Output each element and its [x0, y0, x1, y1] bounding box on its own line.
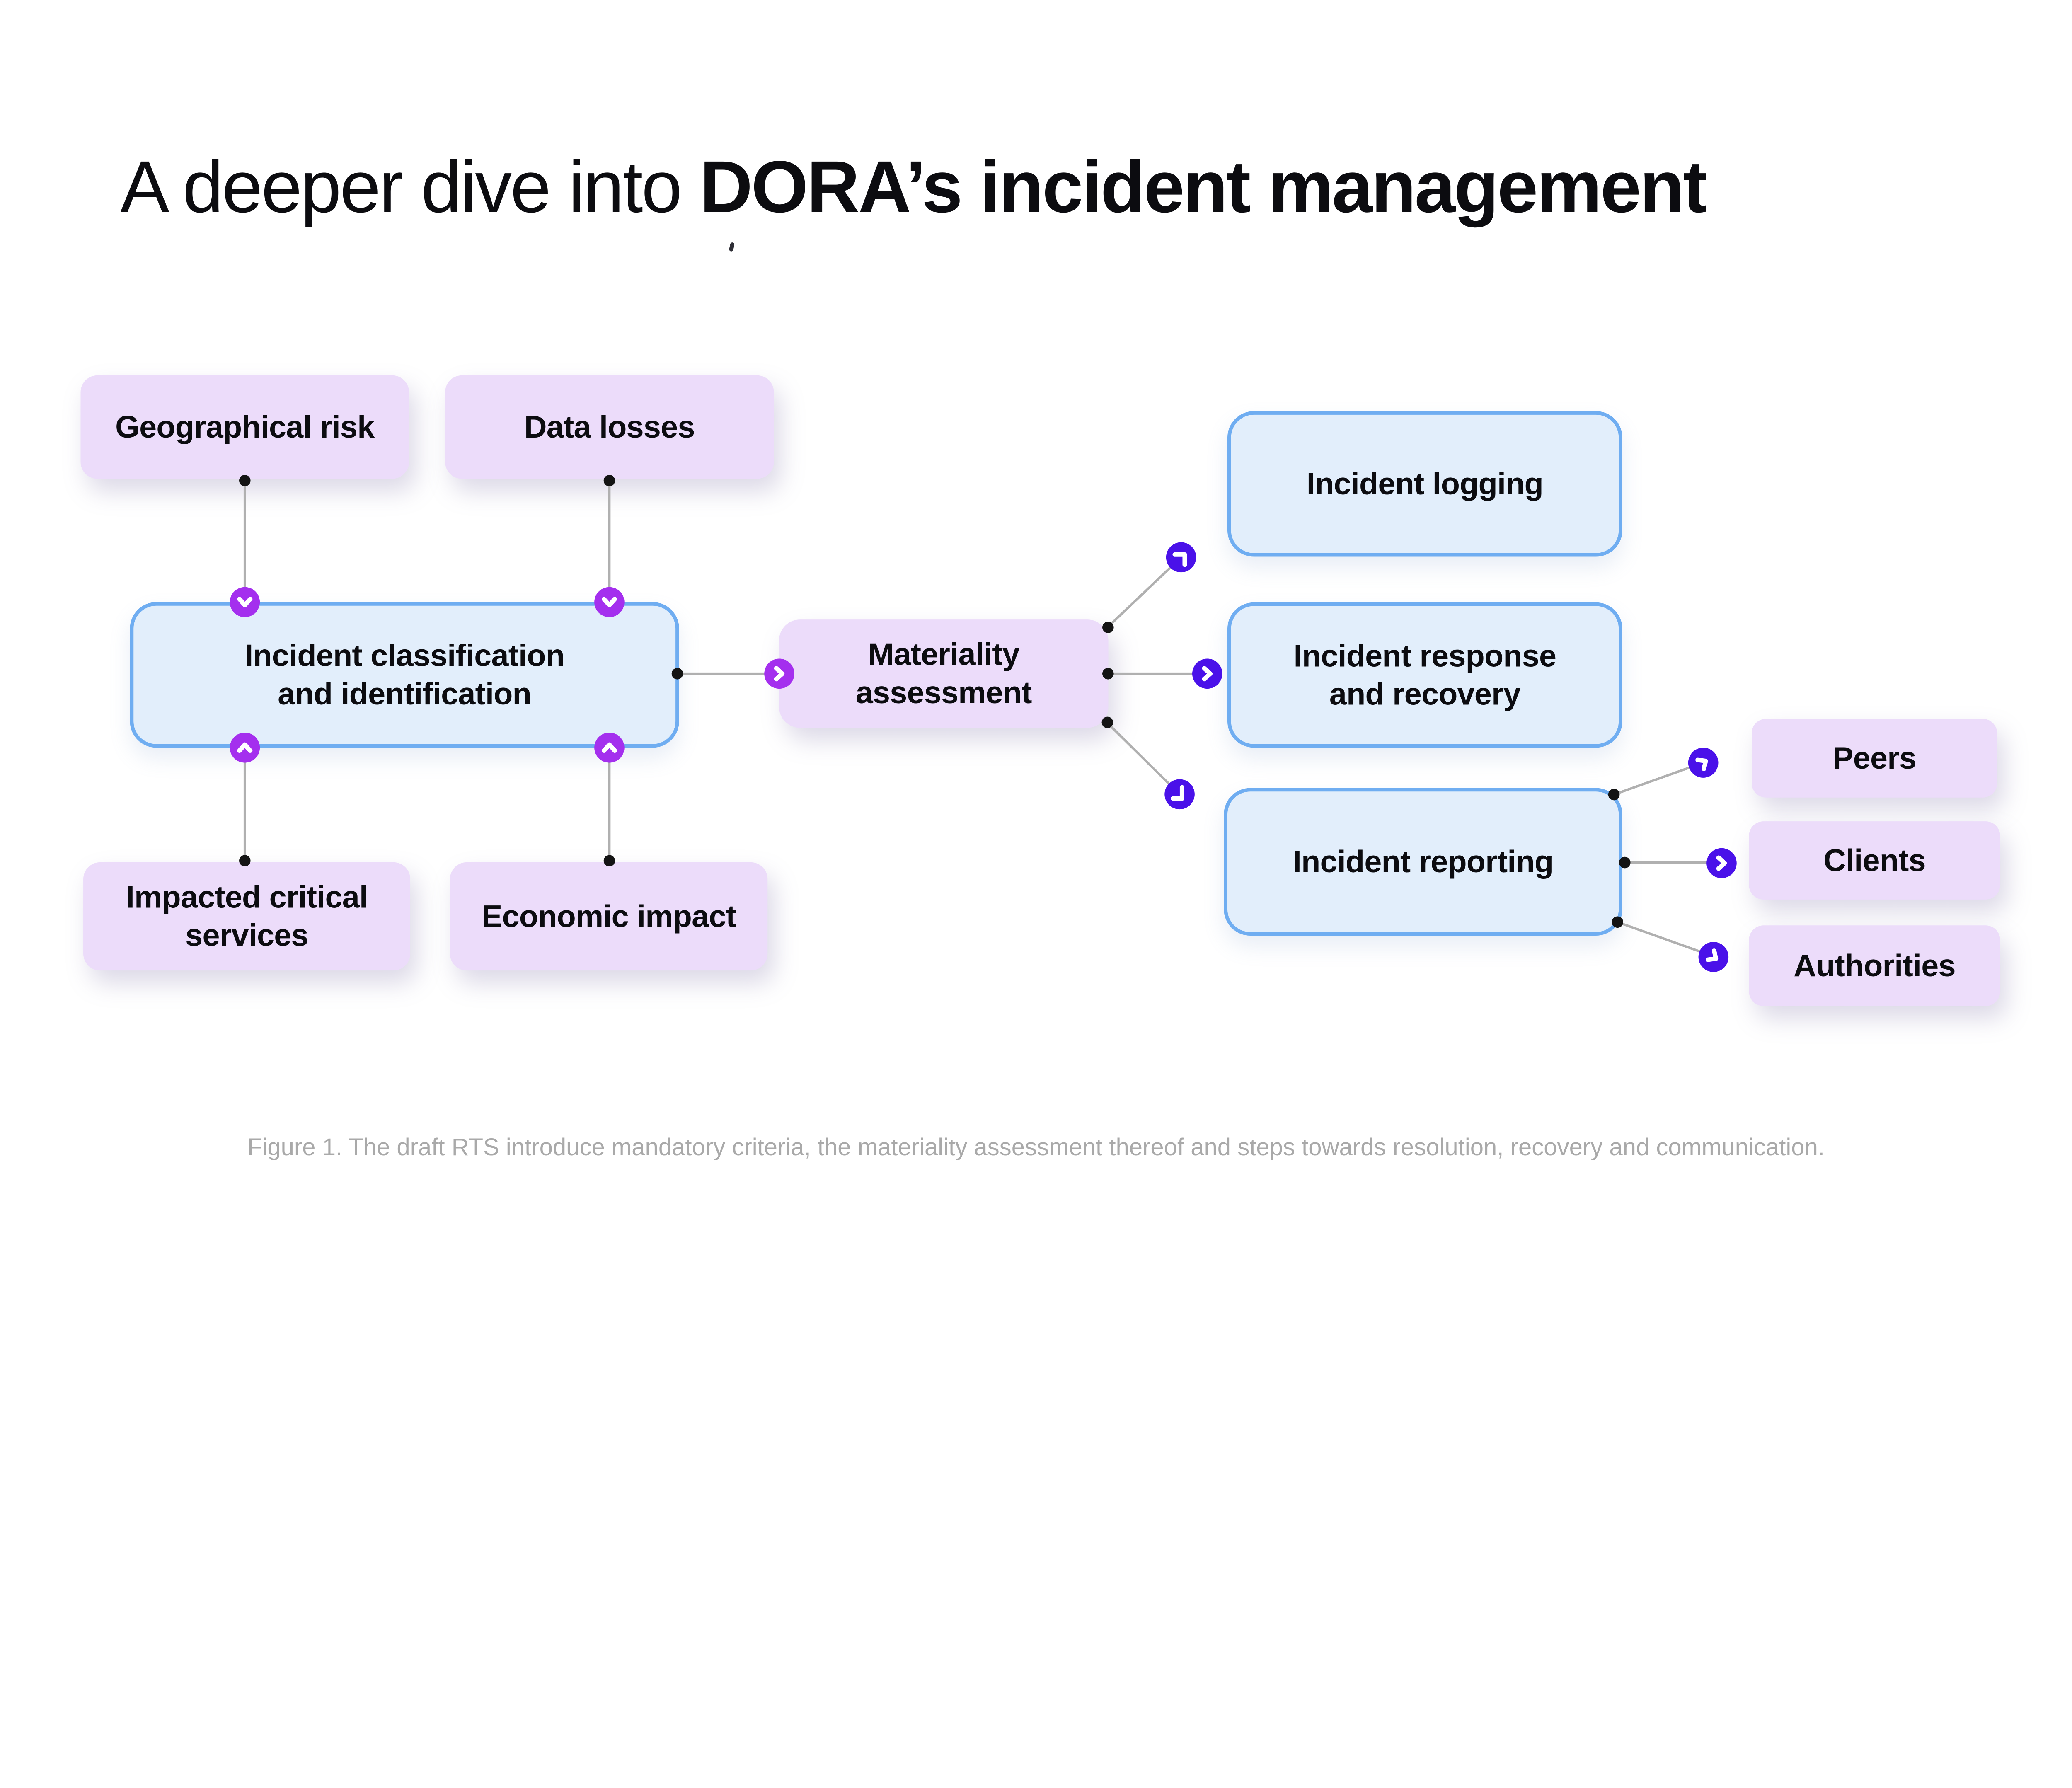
node-label: Authorities	[1794, 948, 1956, 983]
node-incident-response: Incident response and recovery	[1227, 602, 1622, 748]
node-authorities: Authorities	[1749, 925, 2000, 1006]
node-label: Impacted critical services	[126, 880, 368, 953]
node-label: Incident logging	[1306, 466, 1544, 501]
page-title: A deeper dive into DORA’s incident manag…	[120, 141, 1707, 232]
corner-arrow-up-icon	[1166, 542, 1196, 573]
node-economic-impact: Economic impact	[450, 862, 768, 971]
chevron-down-icon	[230, 587, 260, 617]
node-label: Clients	[1823, 843, 1926, 878]
node-label: Incident response and recovery	[1293, 638, 1556, 711]
node-label: Data losses	[524, 409, 695, 445]
chevron-down-icon	[594, 587, 625, 617]
node-data-losses: Data losses	[445, 375, 774, 479]
page-title-bold: DORA’s incident management	[700, 145, 1707, 228]
node-label: Materiality assessment	[855, 637, 1032, 710]
chevron-right-icon	[764, 658, 794, 689]
infographic-canvas: A deeper dive into DORA’s incident manag…	[80, 141, 2000, 1161]
chevron-down-right-icon	[1698, 942, 1729, 972]
chevron-up-icon	[594, 733, 625, 763]
node-peers: Peers	[1752, 719, 1997, 798]
node-geographical-risk: Geographical risk	[80, 375, 409, 479]
chevron-up-right-icon	[1688, 748, 1719, 778]
node-incident-reporting: Incident reporting	[1224, 788, 1622, 936]
node-label: Incident classification and identificati…	[244, 638, 565, 711]
page-title-light: A deeper dive into	[120, 145, 700, 228]
corner-arrow-down-icon	[1164, 779, 1195, 810]
chevron-right-icon	[1706, 848, 1737, 878]
chevron-up-icon	[230, 733, 260, 763]
node-label: Incident reporting	[1293, 844, 1554, 879]
node-label: Peers	[1832, 740, 1917, 776]
node-impacted-critical-services: Impacted critical services	[83, 862, 410, 971]
stray-mark	[729, 242, 735, 252]
node-materiality-assessment: Materiality assessment	[779, 619, 1109, 728]
figure-caption: Figure 1. The draft RTS introduce mandat…	[247, 1133, 1825, 1161]
node-clients: Clients	[1749, 821, 2000, 900]
node-label: Economic impact	[481, 899, 736, 934]
node-incident-classification: Incident classification and identificati…	[130, 602, 679, 748]
chevron-right-icon	[1192, 658, 1222, 689]
node-incident-logging: Incident logging	[1227, 411, 1622, 557]
node-label: Geographical risk	[115, 409, 375, 445]
